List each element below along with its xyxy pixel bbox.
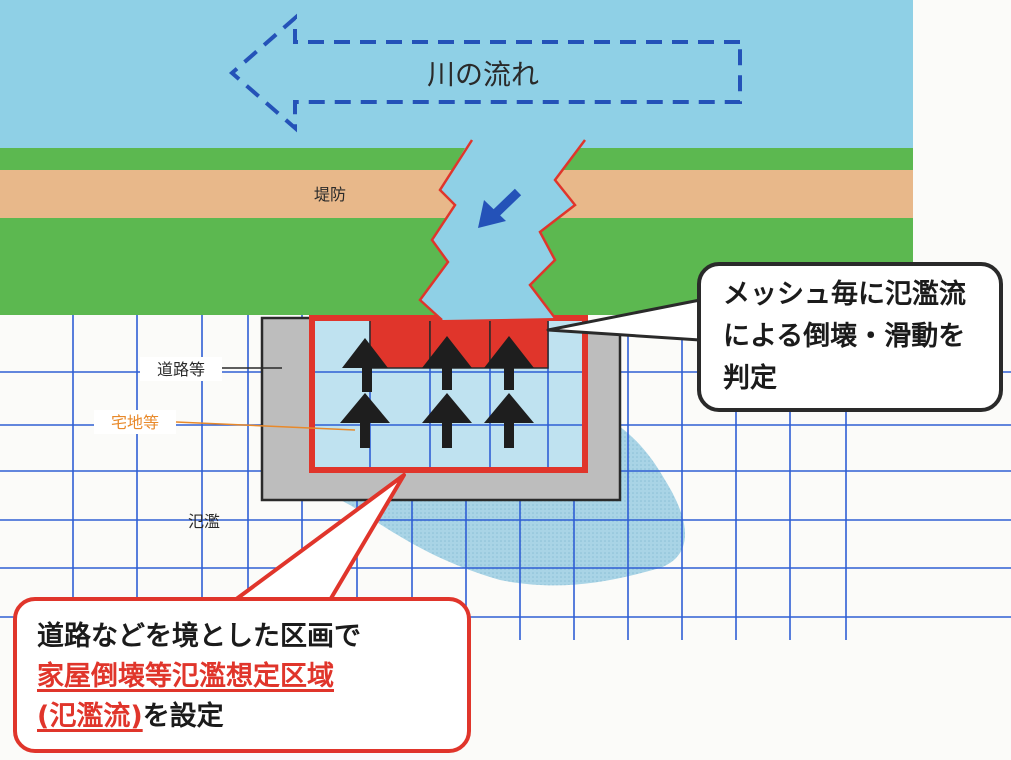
residential-leader xyxy=(175,421,356,431)
levee-label: 堤防 xyxy=(314,185,346,204)
push-arrow-icon xyxy=(422,336,472,390)
residential-label: 宅地等 xyxy=(111,413,159,432)
road-label-bg xyxy=(140,357,222,381)
zone-callout-highlight: (氾濫流) xyxy=(37,701,143,732)
road-label: 道路等 xyxy=(157,360,205,379)
mesh-callout-line-1: メッシュ毎に氾濫流 xyxy=(723,279,966,310)
river xyxy=(0,0,913,148)
push-arrow-icon xyxy=(342,338,388,392)
mesh-callout-line-2: による倒壊・滑動を xyxy=(723,321,966,352)
zone-callout-line-2: 家屋倒壊等氾濫想定区域 xyxy=(37,661,334,692)
zone-callout-line-1: 道路などを境とした区画で xyxy=(37,621,361,652)
push-arrow-icon xyxy=(340,393,390,448)
zone-callout-rest: を設定 xyxy=(142,701,224,732)
push-arrow-icon xyxy=(484,393,534,448)
mesh-callout-line-3: 判定 xyxy=(723,363,777,394)
residential-label-bg xyxy=(94,410,176,434)
breach-arrow-icon xyxy=(478,188,522,228)
push-arrow-icon xyxy=(484,336,534,390)
zone-setting-callout: 道路などを境とした区画で 家屋倒壊等氾濫想定区域 (氾濫流)を設定 xyxy=(13,597,471,753)
breach-edge-right xyxy=(528,139,586,319)
levee-top-green xyxy=(0,148,913,170)
push-arrows xyxy=(340,336,534,448)
flow-arrow-icon xyxy=(228,13,742,133)
flood-label: 氾濫 xyxy=(188,512,220,531)
push-arrow-icon xyxy=(422,393,472,448)
breach-channel xyxy=(420,148,580,320)
breach-edge-left xyxy=(418,139,474,321)
river-flow-label: 川の流れ xyxy=(427,58,539,91)
mesh-judgement-callout: メッシュ毎に氾濫流 による倒壊・滑動を 判定 xyxy=(697,262,1003,412)
zone-callout-line-3: (氾濫流)を設定 xyxy=(37,697,467,737)
